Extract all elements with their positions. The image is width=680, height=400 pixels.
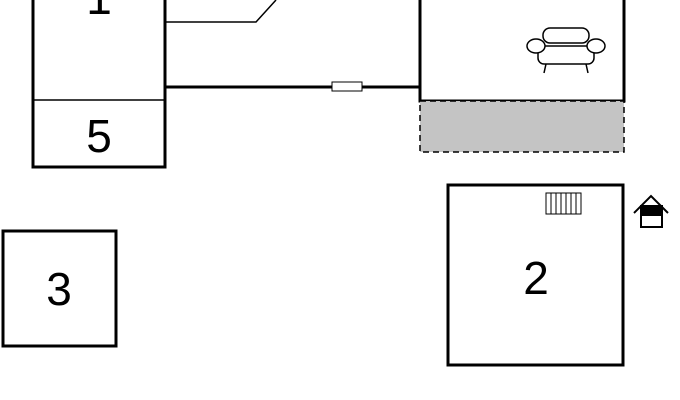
room-2-label: 2 bbox=[523, 252, 549, 304]
room-1-5-outer-wall bbox=[31, 0, 167, 169]
living-room bbox=[418, 0, 626, 103]
central-area bbox=[165, 0, 420, 92]
room-3-label: 3 bbox=[46, 263, 72, 315]
room-1-label: 1 bbox=[86, 0, 112, 24]
house-entrance-icon bbox=[633, 194, 669, 228]
room-1-5-block bbox=[31, 0, 167, 169]
window-icon bbox=[331, 81, 363, 92]
room-5-label: 5 bbox=[86, 110, 112, 162]
radiator-icon bbox=[545, 192, 582, 215]
room-3 bbox=[1, 229, 118, 348]
central-inner-wall bbox=[165, 0, 277, 23]
armchair-icon bbox=[526, 27, 606, 74]
room-2 bbox=[446, 183, 625, 367]
terrace bbox=[419, 100, 625, 153]
